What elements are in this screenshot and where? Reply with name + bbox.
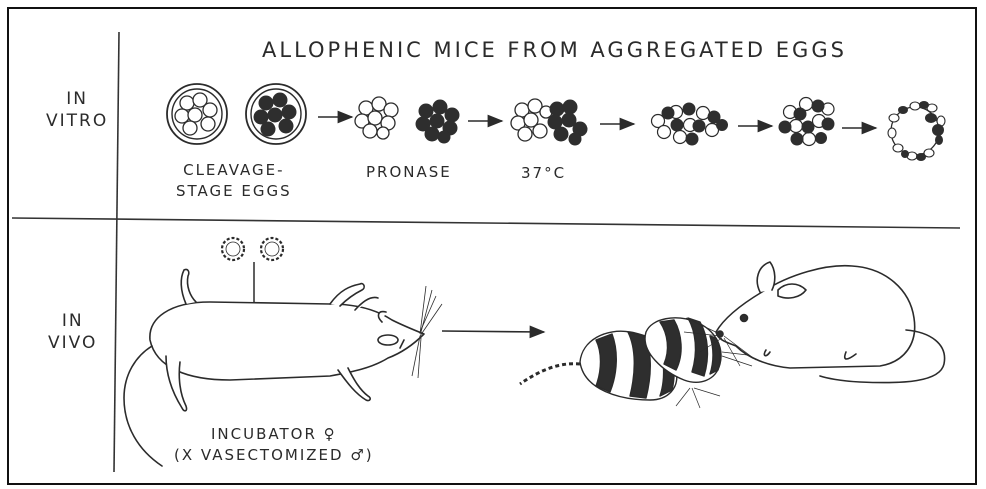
in-vivo-line-1: IN — [48, 310, 97, 332]
light-cleavage-egg — [167, 84, 227, 144]
dark-cleavage-egg — [246, 84, 306, 144]
vertical-divider — [114, 32, 119, 472]
dark-zona-free-eggs — [416, 100, 460, 144]
in-vitro-line-1: IN — [46, 88, 108, 110]
adult-mouse — [716, 262, 945, 383]
blastocyst — [888, 101, 945, 161]
cleavage-eggs-line-2: STAGE EGGS — [176, 181, 292, 202]
incubator-line-1: INCUBATOR ♀ — [174, 424, 374, 445]
in-vitro-label: IN VITRO — [46, 88, 108, 132]
pronase-label: PRONASE — [366, 162, 452, 183]
transfer-blastocysts — [222, 238, 283, 260]
in-vivo-label: IN VIVO — [48, 310, 97, 354]
mixed-aggregate — [652, 103, 729, 146]
in-vitro-line-2: VITRO — [46, 110, 108, 132]
cleavage-eggs-line-1: CLEAVAGE- — [176, 160, 292, 181]
initial-aggregate — [511, 99, 588, 146]
cleavage-eggs-label: CLEAVAGE- STAGE EGGS — [176, 160, 292, 202]
incubator-line-2: (X VASECTOMIZED ♂) — [174, 445, 374, 466]
light-zona-free-eggs — [355, 97, 398, 139]
incubator-label: INCUBATOR ♀ (X VASECTOMIZED ♂) — [174, 424, 374, 466]
temperature-label: 37°C — [521, 163, 566, 184]
in-vivo-line-2: VIVO — [48, 332, 97, 354]
outer-frame — [8, 8, 976, 484]
diagram-title: ALLOPHENIC MICE FROM AGGREGATED EGGS — [262, 38, 847, 62]
morula — [779, 98, 835, 146]
horizontal-divider — [12, 218, 960, 228]
arrow-to-offspring — [442, 331, 544, 332]
